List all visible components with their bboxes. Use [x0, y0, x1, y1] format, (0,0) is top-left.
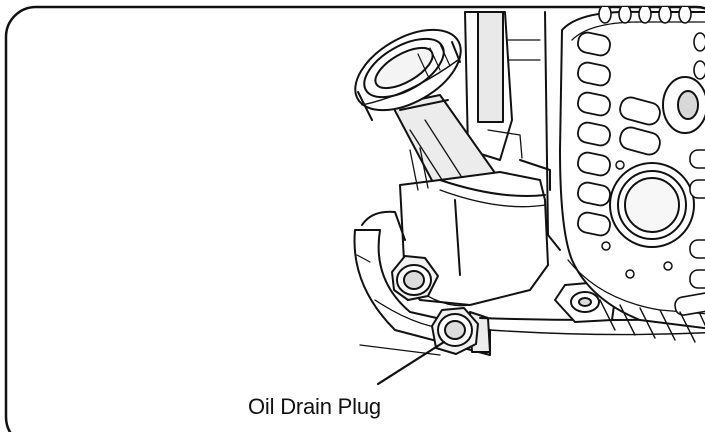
- callout-leader-line: [376, 340, 446, 386]
- oil-drain-plug: [431, 307, 491, 355]
- engine-shroud: [559, 7, 705, 343]
- engine-block: [464, 11, 561, 251]
- upper-drain-bolt: [391, 255, 439, 301]
- diagram-frame: [4, 5, 705, 432]
- oil-drain-plug-label: Oil Drain Plug: [248, 394, 381, 419]
